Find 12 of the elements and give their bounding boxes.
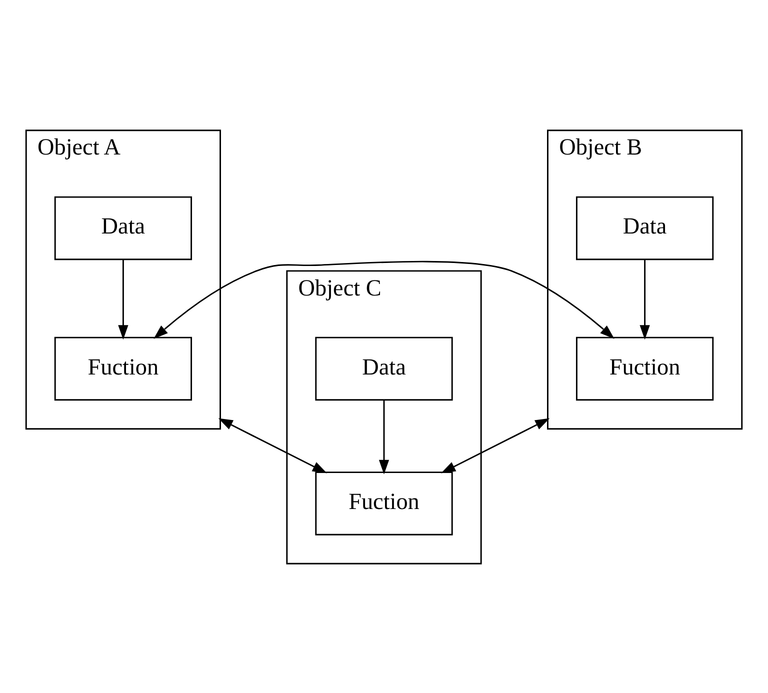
arrow [118, 259, 128, 340]
node-box: Data [576, 196, 714, 260]
node-box: Fuction [54, 336, 192, 400]
node-box: Data [315, 336, 453, 400]
arrow [218, 418, 328, 473]
node-box: Data [54, 196, 192, 260]
arrow [378, 400, 390, 474]
node-box: Fuction [576, 336, 714, 400]
arrow [440, 418, 550, 473]
node-box: Fuction [315, 471, 453, 535]
arrow [640, 259, 650, 340]
arrow [154, 260, 614, 338]
